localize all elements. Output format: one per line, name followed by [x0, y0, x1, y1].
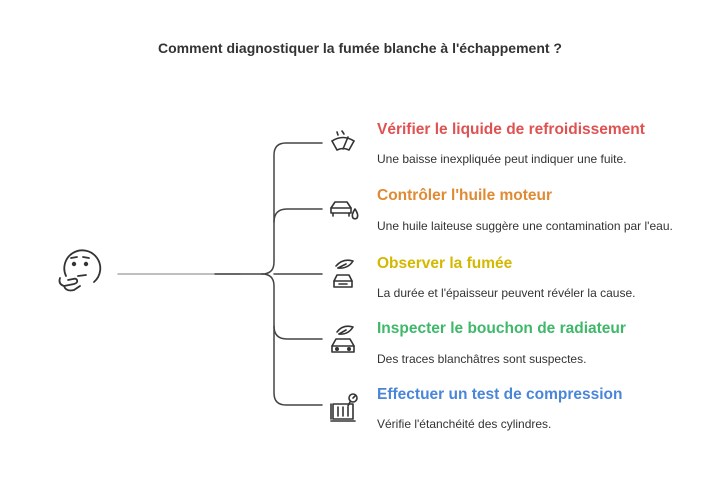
item-description-oil: Une huile laiteuse suggère une contamina…: [377, 219, 673, 233]
item-description-smoke: La durée et l'épaisseur peuvent révéler …: [377, 286, 636, 300]
item-title-smoke: Observer la fumée: [377, 255, 513, 272]
item-title-compression: Effectuer un test de compression: [377, 386, 623, 403]
item-title-radiator-cap: Inspecter le bouchon de radiateur: [377, 320, 626, 337]
item-description-coolant: Une baisse inexpliquée peut indiquer une…: [377, 152, 627, 166]
car-leaf-icon: [328, 257, 358, 296]
item-description-radiator-cap: Des traces blanchâtres sont suspectes.: [377, 352, 587, 366]
thinking-face-icon: [54, 246, 106, 305]
engine-gauge-icon: [328, 391, 360, 430]
diagram-title: Comment diagnostiquer la fumée blanche à…: [158, 40, 562, 56]
item-title-coolant: Vérifier le liquide de refroidissement: [377, 121, 645, 138]
item-title-oil: Contrôler l'huile moteur: [377, 187, 553, 204]
car-leaf-icon: [328, 322, 358, 361]
car-oil-drop-icon: [328, 195, 360, 230]
item-description-compression: Vérifie l'étanchéité des cylindres.: [377, 417, 552, 431]
windshield-wiper-icon: [328, 128, 358, 163]
